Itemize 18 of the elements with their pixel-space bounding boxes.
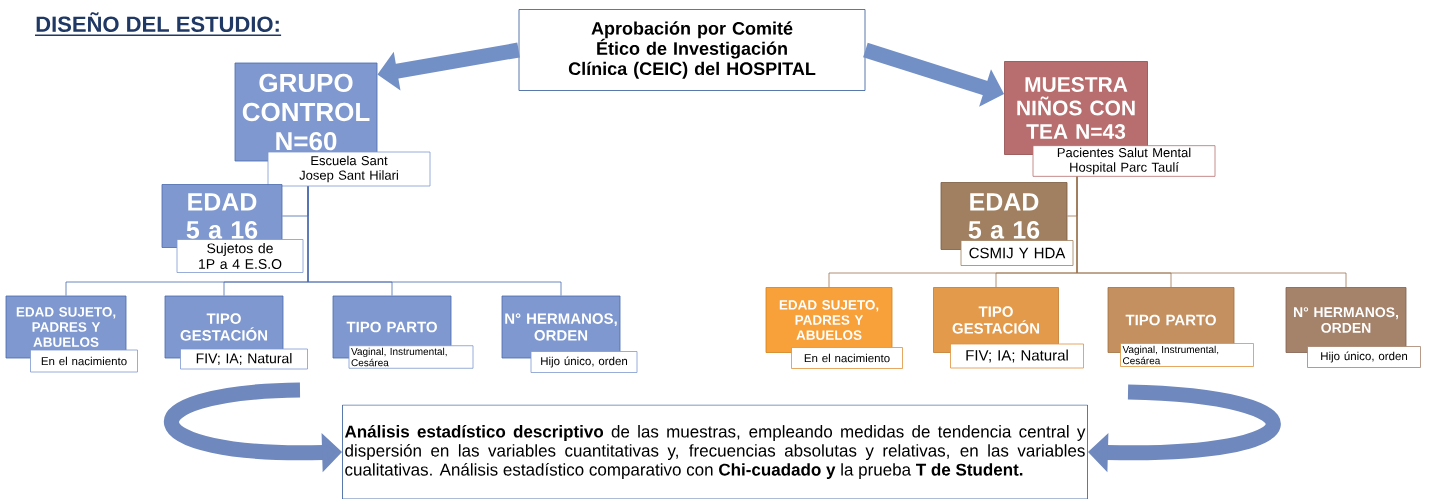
text-box: Análisis estadístico descriptivo de las muestras, empleando medidas de tendencia central y dispersión en las variables cuantitativas y, frecuencias absolutas y relativas, en las variables cualitativas. Análisis estadístico comparativo con Chi-cuadado y la prueba T de Student. xyxy=(342,404,1088,499)
note-box: Sujetos de 1P a 4 E.S.O xyxy=(176,239,304,273)
note-box: Hijo único, orden xyxy=(1307,346,1421,368)
note-box: FIV; IA; Natural xyxy=(950,343,1084,369)
connector-line xyxy=(1076,176,1347,288)
connector-line xyxy=(307,186,562,296)
note-box: Vaginal, Instrumental, Cesárea xyxy=(1120,343,1254,367)
note-box: En el nacimiento xyxy=(791,347,903,369)
note-box: FIV; IA; Natural xyxy=(180,348,308,370)
note-box: Escuela Sant Josep Sant Hilari xyxy=(267,151,431,187)
note-box: Hijo único, orden xyxy=(530,351,638,373)
note-box: Pacientes Salut Mental Hospital Parc Taulí xyxy=(1032,145,1216,177)
approval-box: Aprobación por Comité Ético de Investigación Clínica (CEIC) del HOSPITAL xyxy=(518,9,866,91)
note-box: CSMIJ Y HDA xyxy=(960,240,1074,266)
category-box: EDAD SUJETO, PADRES Y ABUELOS xyxy=(765,287,893,353)
note-box: Vaginal, Instrumental, Cesárea xyxy=(348,345,474,369)
note-box: En el nacimiento xyxy=(30,349,138,373)
heading: DISEÑO DEL ESTUDIO: xyxy=(34,12,282,36)
